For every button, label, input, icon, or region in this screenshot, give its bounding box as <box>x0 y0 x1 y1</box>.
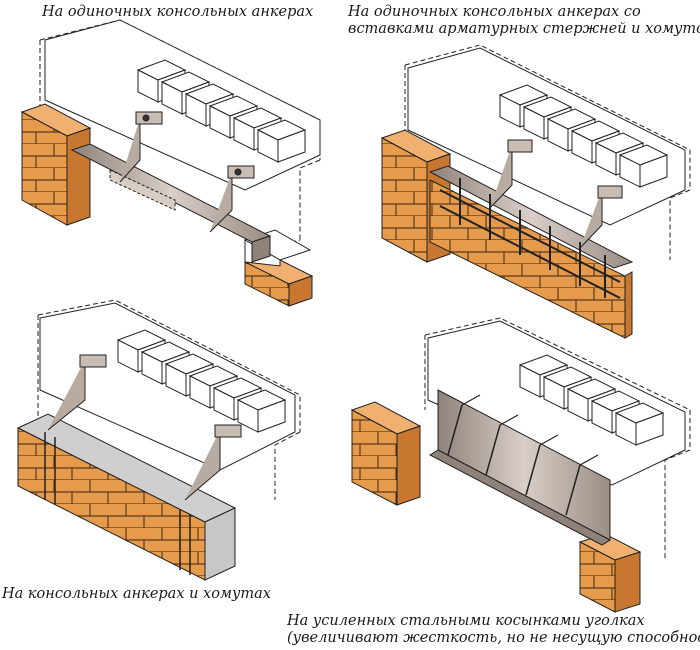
caption-anchors-clamps: На консольных анкерах и хомутах <box>2 586 271 602</box>
caption-anchors-rebar-line2: вставками арматурных стержней и хомутов <box>348 21 700 37</box>
caption-single-anchors: На одиночных консольных анкерах <box>42 4 314 20</box>
diagram-single-anchors <box>20 19 321 307</box>
caption-reinforced-angles-line1: На усиленных стальными косынками уголках <box>287 613 645 629</box>
caption-anchors-rebar-line1: На одиночных консольных анкерах со <box>348 4 641 20</box>
diagram-anchors-and-clamps <box>16 299 301 581</box>
caption-reinforced-angles-line2: (увеличивают жесткость, но не несущую сп… <box>287 630 700 646</box>
diagram-reinforced-angles <box>350 317 691 613</box>
diagram-anchors-with-rebar <box>380 44 691 339</box>
